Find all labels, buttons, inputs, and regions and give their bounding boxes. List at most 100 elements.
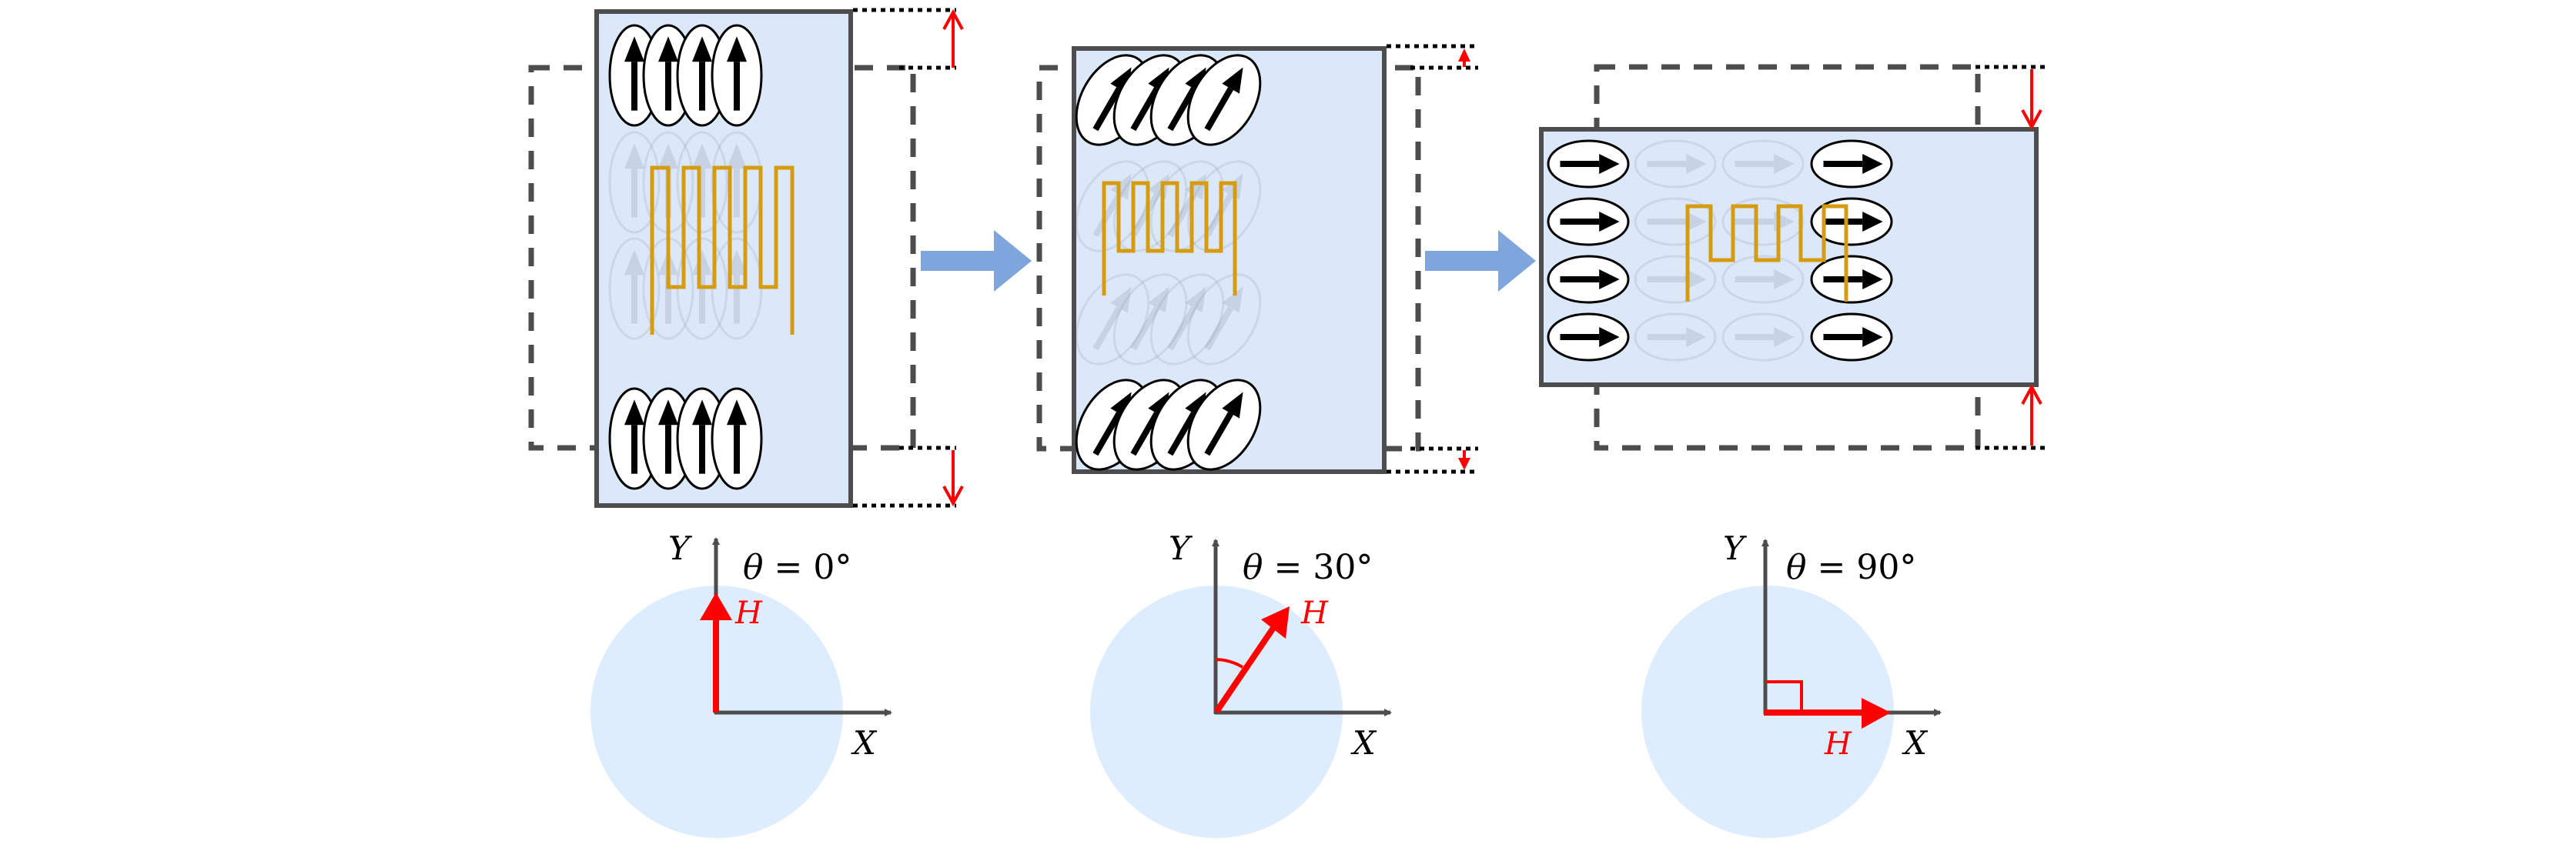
domain-arrow-icon bbox=[1110, 286, 1132, 313]
y-axis-label: Y bbox=[1723, 529, 1748, 567]
domains-bottom bbox=[608, 387, 763, 490]
magnetic-domain bbox=[1810, 197, 1893, 246]
domain-arrow-icon bbox=[1599, 212, 1620, 232]
ghost-domain bbox=[1075, 273, 1150, 366]
strain-arrow-up bbox=[1458, 48, 1470, 67]
domain-arrow-icon bbox=[624, 249, 644, 275]
magnetic-domain bbox=[1810, 139, 1893, 189]
magnetic-domain bbox=[1547, 312, 1630, 362]
x-axis-label: X bbox=[1902, 724, 1929, 762]
theta-label: θ = 90° bbox=[1786, 548, 1916, 587]
domain-arrow-icon bbox=[658, 399, 678, 426]
right-angle-marker bbox=[1765, 680, 1803, 711]
strain-arrow-up bbox=[942, 8, 964, 68]
ghost-domain bbox=[1634, 255, 1717, 304]
magnetic-domain bbox=[1547, 255, 1630, 304]
magnetic-domain bbox=[1810, 255, 1893, 304]
domain-arrow-icon bbox=[692, 36, 712, 62]
strain-gauge bbox=[650, 165, 795, 335]
domain-arrow-icon bbox=[1686, 154, 1707, 174]
x-axis-label: X bbox=[851, 724, 878, 762]
ghost-domains bbox=[1634, 139, 1805, 362]
theta-label-value: 30° bbox=[1313, 548, 1373, 587]
domain-arrow-icon bbox=[1862, 154, 1883, 174]
domain-arrow-icon bbox=[1774, 327, 1795, 347]
domain-arrow-icon bbox=[1222, 173, 1243, 200]
field-diagram-theta-30: Y X H θ = 30° bbox=[1090, 529, 1392, 838]
magnetic-domain bbox=[1810, 312, 1893, 362]
angle-arc bbox=[1215, 658, 1244, 669]
ghost-domain bbox=[1634, 197, 1717, 246]
domain-arrow-icon bbox=[1148, 286, 1169, 313]
ghost-domain bbox=[1721, 255, 1805, 304]
theta-label-prefix: θ = bbox=[743, 548, 813, 587]
domain-arrow-icon bbox=[727, 36, 747, 62]
field-label: H bbox=[1300, 596, 1329, 631]
field-label: H bbox=[734, 596, 763, 631]
domains-left bbox=[1547, 139, 1630, 362]
domain-arrow-icon bbox=[1185, 173, 1206, 200]
field-arrow bbox=[700, 593, 732, 713]
ghost-domain bbox=[1721, 139, 1805, 189]
domain-arrow-icon bbox=[1686, 212, 1707, 232]
field-arrow bbox=[1213, 606, 1290, 714]
ghost-domain bbox=[1721, 312, 1805, 362]
domain-arrow-icon bbox=[692, 143, 712, 169]
strain-guides bbox=[1975, 65, 2046, 450]
ghost-domain bbox=[1634, 139, 1717, 189]
field-arrow bbox=[1764, 698, 1891, 729]
ghost-domain bbox=[1634, 312, 1717, 362]
domain-arrow-icon bbox=[624, 143, 644, 169]
domain-arrow-icon bbox=[1222, 286, 1243, 313]
panel-theta-30 bbox=[1036, 44, 1478, 474]
domain-arrow-icon bbox=[1774, 154, 1795, 174]
strain-gauge bbox=[1685, 204, 1848, 302]
domain-arrow-icon bbox=[692, 399, 712, 426]
panel-theta-90 bbox=[1539, 64, 2046, 451]
theta-label: θ = 30° bbox=[1243, 548, 1373, 587]
magnetic-domain bbox=[1186, 54, 1262, 146]
ghost-domain bbox=[1186, 160, 1262, 252]
domains-bottom bbox=[1075, 379, 1262, 471]
ghost-domain bbox=[1149, 273, 1225, 366]
domain-arrow-icon bbox=[1110, 173, 1132, 200]
x-axis-label: X bbox=[1350, 724, 1377, 762]
ghost-domain bbox=[1149, 160, 1225, 252]
domain-arrow-icon bbox=[727, 143, 747, 169]
transition-arrow-2 bbox=[1425, 230, 1536, 292]
theta-label: θ = 0° bbox=[743, 548, 851, 587]
domain-arrow-icon bbox=[1862, 327, 1883, 347]
strain-arrow-up bbox=[2021, 383, 2042, 446]
theta-label-prefix: θ = bbox=[1243, 548, 1313, 587]
strain-arrow-down bbox=[942, 450, 964, 507]
domain-arrow-icon bbox=[624, 399, 644, 426]
domains-top bbox=[608, 24, 763, 127]
transition-arrow-1 bbox=[921, 230, 1032, 292]
domain-arrow-icon bbox=[1222, 67, 1243, 94]
domain-arrow-icon bbox=[1599, 269, 1620, 289]
field-label: H bbox=[1824, 726, 1852, 762]
domain-arrow-icon bbox=[1862, 269, 1883, 289]
ghost-domain bbox=[1112, 273, 1188, 366]
strain-arrow-down bbox=[1458, 450, 1470, 470]
panel-theta-0 bbox=[528, 8, 964, 508]
domain-arrow-icon bbox=[727, 399, 747, 426]
strain-guides bbox=[853, 8, 956, 508]
magnetic-domain bbox=[1547, 139, 1630, 189]
ghost-domain bbox=[608, 237, 661, 340]
strain-guides bbox=[1387, 44, 1478, 474]
ghost-domain bbox=[1186, 273, 1262, 366]
domain-arrow-icon bbox=[1686, 269, 1707, 289]
domains-right bbox=[1810, 139, 1893, 362]
field-diagram-theta-90: Y X H θ = 90° bbox=[1641, 529, 1942, 838]
domain-arrow-icon bbox=[1599, 327, 1620, 347]
domain-arrow-icon bbox=[624, 36, 644, 62]
magnetic-domain bbox=[711, 24, 763, 127]
domain-arrow-icon bbox=[1222, 392, 1243, 419]
y-axis-label: Y bbox=[1169, 529, 1193, 567]
domain-arrow-icon bbox=[1686, 327, 1707, 347]
theta-label-value: 0° bbox=[813, 548, 851, 587]
domains-top bbox=[1075, 54, 1262, 146]
ghost-domains bbox=[1075, 160, 1262, 366]
